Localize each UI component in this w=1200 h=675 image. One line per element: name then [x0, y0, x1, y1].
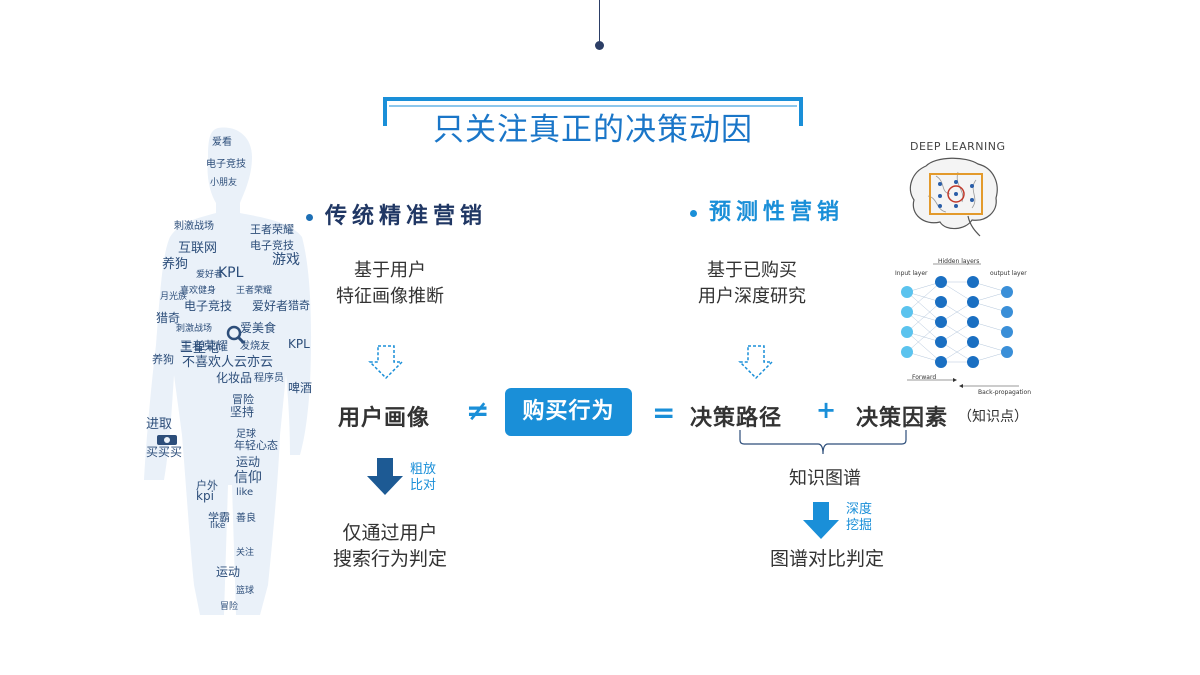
magnifier-icon: [226, 325, 246, 349]
traditional-note-line2: 比对: [410, 478, 437, 493]
top-connector-line: [599, 0, 600, 44]
silhouette-word: 猎奇: [156, 311, 181, 325]
predictive-result: 图谱对比判定: [769, 548, 884, 570]
silhouette-word: 发烧友: [240, 341, 270, 352]
brace-connector: [739, 430, 907, 455]
neural-network-diagram: [901, 263, 1019, 388]
forward-label: Forward: [912, 374, 937, 381]
silhouette-word: 小朋友: [210, 178, 238, 188]
silhouette-word: 刺激战场: [176, 324, 213, 334]
predictive-basis-line2: 用户深度研究: [698, 286, 806, 307]
silhouette-word: 善良: [236, 513, 256, 524]
traditional-basis: 基于用户 特征画像推断: [310, 258, 470, 310]
silhouette-word: kpi: [196, 489, 214, 503]
title-frame: [383, 97, 803, 126]
silhouette-word: 养狗: [162, 257, 189, 272]
predictive-note-line1: 深度: [846, 502, 873, 517]
knowledge-graph-label: 知识图谱: [789, 468, 861, 489]
brain-icon: [909, 157, 998, 237]
silhouette-word: 爱好者: [196, 270, 224, 280]
silhouette-word: 互联网: [178, 241, 218, 256]
outline-down-arrow-icon: [738, 345, 774, 380]
silhouette-word: 关注: [236, 548, 255, 558]
predictive-note: 深度 挖掘: [846, 502, 872, 534]
page-title: 只关注真正的决策动因: [433, 112, 753, 148]
solid-down-arrow-icon: [803, 502, 839, 539]
decision-factor-label: 决策因素: [856, 406, 949, 431]
predictive-heading: 预测性营销: [690, 194, 844, 226]
traditional-heading: 传统精准营销: [306, 198, 487, 230]
output-layer-label: output layer: [990, 270, 1027, 277]
word-cloud-silhouette: 爱看 电子竞技 小朋友 刺激战场 王者荣耀 互联网 电子竞技 养狗 游戏 KPL…: [140, 125, 320, 615]
silhouette-word: 冒险: [220, 602, 239, 612]
silhouette-word: 电子竞技: [184, 299, 233, 313]
input-layer-label: Input layer: [895, 270, 928, 277]
silhouette-word: 喜欢健身: [180, 286, 217, 296]
traditional-result-line2: 搜索行为判定: [332, 548, 447, 570]
silhouette-word: 不喜欢人云亦云: [182, 355, 274, 370]
silhouette-word: 王者荣耀: [250, 223, 294, 236]
silhouette-word: 王者荣耀: [180, 339, 229, 353]
silhouette-word: 进取: [146, 417, 173, 432]
decision-path-label: 决策路径: [690, 406, 783, 431]
equal-sign: =: [652, 396, 676, 429]
silhouette-word: 坚持: [230, 405, 255, 419]
top-connector-dot: [595, 41, 604, 50]
silhouette-word: 刺激战场: [174, 221, 214, 232]
predictive-basis-line1: 基于已购买: [707, 260, 797, 281]
bullet-dot: [306, 213, 313, 221]
purchase-behavior-box: 购买行为: [505, 388, 632, 436]
user-profile-label: 用户画像: [338, 406, 431, 431]
silhouette-word: KPL: [218, 265, 244, 281]
silhouette-word: 冒险: [232, 393, 254, 406]
silhouette-word: 王者荣耀: [236, 286, 273, 296]
silhouette-word: 游戏: [272, 252, 300, 268]
silhouette-word: 养狗: [152, 353, 174, 366]
deep-learning-title: DEEP LEARNING: [910, 140, 1006, 153]
silhouette-word: 程序员: [254, 373, 284, 384]
back-propagation-label: Back-propagation: [978, 389, 1032, 396]
traditional-result-line1: 仅通过用户: [342, 522, 438, 544]
traditional-basis-line2: 特征画像推断: [336, 286, 444, 307]
silhouette-word: 户外: [196, 479, 218, 492]
silhouette-word: 猎奇: [288, 299, 310, 312]
silhouette-word: 月光族: [160, 292, 188, 302]
silhouette-word: 足球: [236, 429, 256, 440]
predictive-note-line2: 挖掘: [846, 518, 873, 533]
traditional-note-line1: 粗放: [410, 462, 437, 477]
knowledge-point-note: （知识点）: [958, 409, 1028, 425]
silhouette-word: 买买买: [146, 445, 183, 459]
predictive-basis: 基于已购买 用户深度研究: [672, 258, 832, 310]
silhouette-word: KPL: [288, 337, 310, 351]
bullet-dot: [690, 209, 697, 217]
hidden-layers-label: Hidden layers: [938, 258, 980, 265]
silhouette-word: 信仰: [234, 470, 262, 486]
silhouette-word: 篮球: [236, 586, 255, 596]
silhouette-word: 电子竞技: [206, 159, 246, 170]
silhouette-word: 化妆品: [216, 371, 253, 385]
silhouette-word: 爱看: [212, 137, 232, 148]
traditional-heading-text: 传统精准营销: [325, 204, 488, 229]
camera-icon: [156, 431, 178, 450]
silhouette-word: 啤酒: [288, 381, 313, 395]
solid-down-arrow-icon: [367, 458, 403, 495]
silhouette-word: 电子竞技: [250, 239, 294, 252]
traditional-result: 仅通过用户 搜索行为判定: [310, 520, 470, 572]
silhouette-word: 爱好者: [252, 299, 289, 313]
silhouette-word: 年轻心态: [234, 439, 278, 452]
not-equal-sign: ≠: [466, 394, 490, 427]
silhouette-word: like: [210, 521, 226, 531]
silhouette-word: 运动: [216, 565, 241, 579]
silhouette-word: 爱美食: [240, 321, 277, 335]
traditional-basis-line1: 基于用户: [354, 260, 426, 281]
silhouette-word: 运动: [236, 455, 261, 469]
plus-sign: +: [816, 396, 837, 424]
traditional-note: 粗放 比对: [410, 462, 436, 494]
outline-down-arrow-icon: [368, 345, 404, 380]
silhouette-word: like: [236, 487, 254, 498]
predictive-heading-text: 预测性营销: [709, 200, 845, 225]
silhouette-word: 三里屯: [180, 341, 220, 356]
silhouette-word: 学霸: [208, 511, 230, 524]
